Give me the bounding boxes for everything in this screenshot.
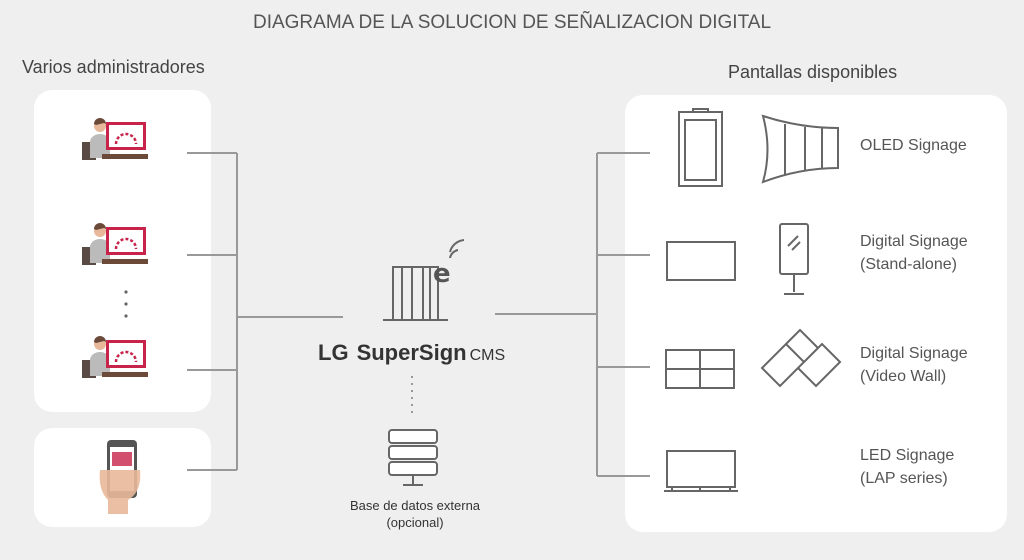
- db-label: Base de datos externa: [349, 498, 481, 513]
- database-icon: [388, 429, 438, 486]
- standalone-display-icon: [666, 241, 736, 281]
- ellipsis-icon: [124, 290, 128, 318]
- admins-heading: Varios administradores: [22, 57, 205, 77]
- server-icon: e: [383, 239, 465, 321]
- screen-label-videowall: Digital Signage(Video Wall): [860, 345, 968, 385]
- admin-icon: [80, 334, 150, 380]
- screens-panel: [625, 95, 1007, 532]
- svg-text:e: e: [433, 259, 451, 289]
- connector-lines: [187, 152, 650, 477]
- rotated-wall-icon: [760, 328, 842, 388]
- screen-label-standalone: Digital Signage(Stand-alone): [860, 233, 968, 273]
- screen-label-led: LED Signage(LAP series): [860, 447, 955, 487]
- kiosk-icon: [779, 223, 809, 295]
- db-note: (opcional): [386, 515, 444, 530]
- led-billboard-icon: [664, 450, 738, 492]
- screens-heading: Pantallas disponibles: [728, 62, 898, 82]
- oled-portrait-icon: [678, 108, 723, 187]
- admin-icon: [80, 221, 150, 267]
- admin-icon: [80, 116, 150, 162]
- oled-curved-icon: [761, 114, 839, 184]
- diagram-title: DIAGRAMA DE LA SOLUCION DE SEÑALIZACION …: [252, 12, 772, 33]
- video-wall-icon: [665, 349, 735, 389]
- screen-label-oled: OLED Signage: [860, 137, 967, 154]
- smartphone-icon: [99, 440, 141, 514]
